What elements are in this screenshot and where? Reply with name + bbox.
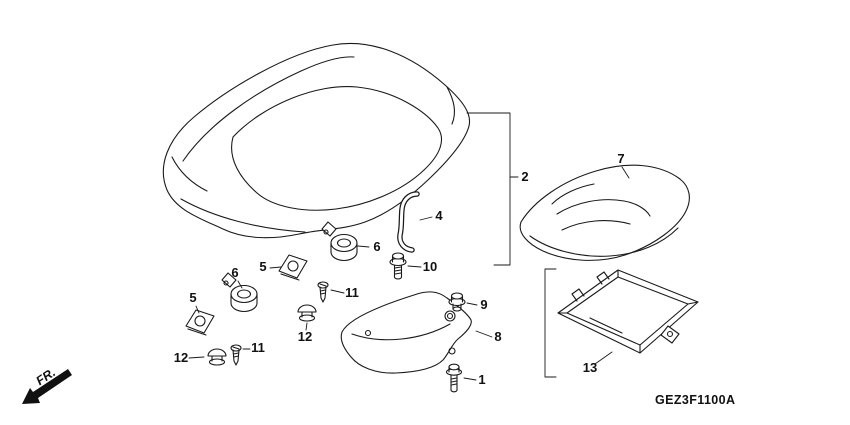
callout-6-right: 6 (357, 239, 381, 254)
callout-11-lower: 11 (242, 340, 265, 355)
part-label-9: 9 (480, 297, 487, 312)
part-seat-cover (519, 164, 690, 261)
part-grommet-lower (207, 348, 227, 366)
part-label-12-upper: 12 (298, 329, 312, 344)
part-label-13: 13 (583, 360, 597, 375)
callout-10: 10 (407, 259, 437, 274)
part-label-6-right: 6 (373, 239, 380, 254)
part-label-7: 7 (617, 151, 624, 166)
callout-9: 9 (466, 297, 488, 312)
callout-12-lower: 12 (174, 350, 205, 365)
part-label-4: 4 (435, 208, 443, 223)
part-label-11-lower: 11 (251, 340, 265, 355)
callout-11-upper: 11 (330, 285, 359, 300)
part-hinge-right (278, 254, 308, 281)
part-nut-9 (448, 292, 466, 312)
part-seat (162, 42, 471, 239)
part-rod-bracket (397, 191, 420, 253)
part-label-10: 10 (423, 259, 437, 274)
part-hinge-left (185, 309, 215, 336)
part-clamp-right (321, 221, 358, 262)
part-label-11-upper: 11 (345, 285, 359, 300)
callout-13: 13 (544, 268, 613, 378)
part-screw-lower (230, 344, 242, 366)
part-label-12-lower: 12 (174, 350, 188, 365)
diagram-code: GEZ3F1100A (655, 393, 735, 407)
part-tray (557, 269, 699, 354)
part-label-6-left: 6 (231, 265, 238, 280)
callout-5-right: 5 (259, 259, 282, 274)
part-screw-upper (317, 281, 329, 303)
part-bolt-10 (389, 252, 407, 280)
part-bolt-1 (445, 363, 463, 393)
part-label-5-right: 5 (259, 259, 266, 274)
part-grommet-upper (297, 304, 317, 322)
part-clamp-left (221, 272, 258, 313)
callout-12-upper: 12 (298, 322, 312, 344)
part-label-1: 1 (478, 372, 485, 387)
part-floor-plate (340, 291, 472, 374)
callout-2: 2 (466, 112, 529, 266)
callout-6-left: 6 (231, 265, 243, 289)
callout-8: 8 (475, 329, 502, 344)
part-label-5-left: 5 (189, 290, 196, 305)
callout-7: 7 (617, 151, 630, 179)
part-label-8: 8 (494, 329, 501, 344)
part-label-2: 2 (521, 169, 528, 184)
front-direction-arrow: FR. (22, 365, 72, 404)
callout-1: 1 (463, 372, 486, 387)
callout-4: 4 (419, 208, 443, 223)
callout-5-left: 5 (189, 290, 200, 314)
